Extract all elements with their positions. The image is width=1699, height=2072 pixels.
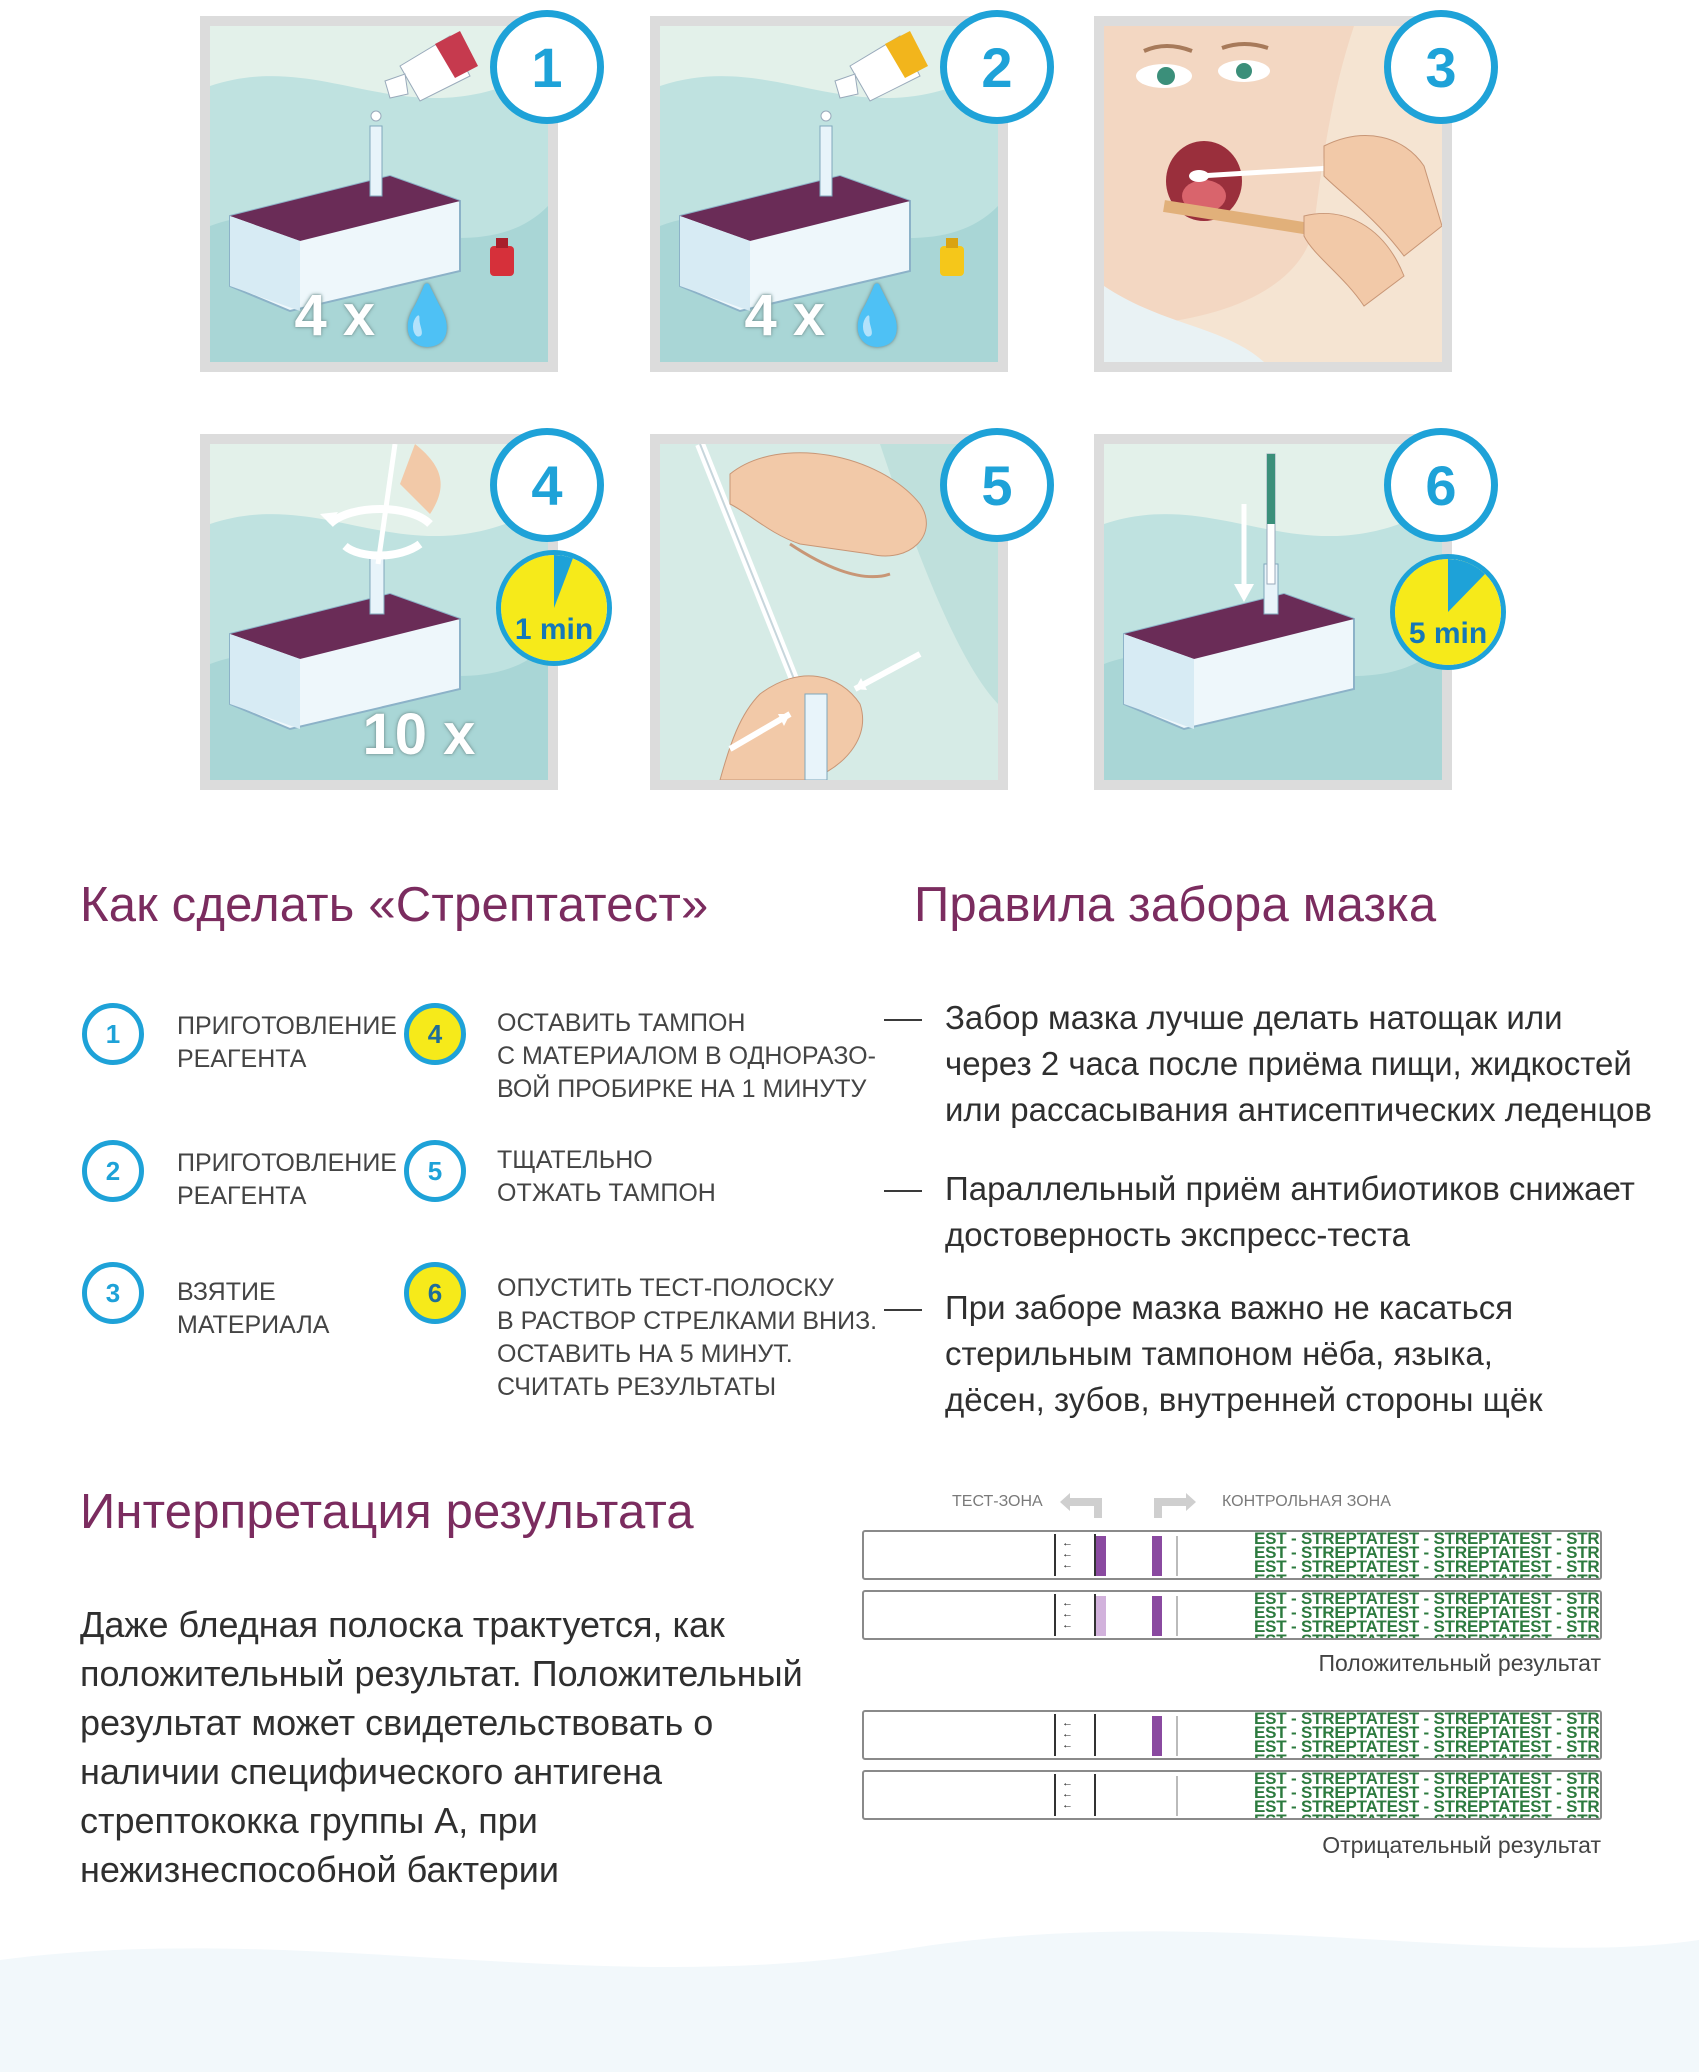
control-line	[1152, 1716, 1162, 1756]
step-circle-3: 3	[82, 1262, 144, 1324]
step-6-illustration: 6 5 min	[1094, 428, 1506, 790]
step-text-4: ОСТАВИТЬ ТАМПОН С МАТЕРИАЛОМ В ОДНОРАЗО-…	[497, 1009, 876, 1103]
step-circle-4: 4	[404, 1003, 466, 1065]
how-to-title: Как сделать «Стрептатест»	[80, 878, 709, 932]
timer-icon: 1 min	[496, 550, 612, 666]
test-strip-positive-faint: ←←← EST - STREPTATEST - STREPTATEST - ST…	[862, 1590, 1602, 1640]
strip-arrows-icon: ←←←	[1062, 1597, 1073, 1631]
negative-caption: Отрицательный результат	[1322, 1832, 1601, 1858]
interpretation-title: Интерпретация результата	[80, 1485, 694, 1539]
step-text-5: ТЩАТЕЛЬНО ОТЖАТЬ ТАМПОН	[497, 1146, 716, 1207]
test-zone-label: ТЕСТ-ЗОНА	[952, 1493, 1043, 1510]
step-number-badge: 3	[1384, 10, 1498, 124]
step-text-6: ОПУСТИТЬ ТЕСТ-ПОЛОСКУ В РАСТВОР СТРЕЛКАМ…	[497, 1274, 878, 1401]
rule-dash	[884, 1309, 922, 1311]
rule-item-3: При заборе мазка важно не касаться стери…	[945, 1289, 1543, 1418]
step-2-illustration: 4 x 💧 2	[650, 10, 1054, 372]
step-number-badge: 4	[490, 428, 604, 542]
step-circle-5: 5	[404, 1140, 466, 1202]
background-wave	[0, 1931, 1699, 2072]
control-zone-label: КОНТРОЛЬНАЯ ЗОНА	[1222, 1493, 1391, 1510]
step-text-1: ПРИГОТОВЛЕНИЕ РЕАГЕНТА	[177, 1012, 397, 1073]
strip-arrows-icon: ←←←	[1062, 1537, 1073, 1571]
control-line	[1152, 1596, 1162, 1636]
step-number-badge: 1	[490, 10, 604, 124]
step-number-badge: 6	[1384, 428, 1498, 542]
rule-dash	[884, 1019, 922, 1021]
step-text-3: ВЗЯТИЕ МАТЕРИАЛА	[177, 1278, 330, 1339]
strip-arrow-pad	[1054, 1714, 1096, 1756]
step-circle-1: 1	[82, 1003, 144, 1065]
swab-rotate-scene	[210, 444, 548, 780]
test-strip-negative: ←←← EST - STREPTATEST - STREPTATEST - ST…	[862, 1770, 1602, 1820]
interpretation-text: Даже бледная полоска трактуется, как пол…	[80, 1604, 803, 1890]
arrow-left-icon	[1060, 1493, 1102, 1518]
arrow-right-icon	[1154, 1493, 1196, 1518]
test-strip-positive-strong: ←←← EST - STREPTATEST - STREPTATEST - ST…	[862, 1530, 1602, 1580]
test-line	[1096, 1596, 1106, 1636]
strip-arrows-icon: ←←←	[1062, 1717, 1073, 1751]
rotation-count-label: 10 x	[362, 702, 476, 767]
drop-count-label: 4 x 💧	[294, 283, 464, 348]
step-number-badge: 5	[940, 428, 1054, 542]
strip-arrow-pad	[1054, 1534, 1096, 1576]
test-strip-negative: ←←← EST - STREPTATEST - STREPTATEST - ST…	[862, 1710, 1602, 1760]
step-3-illustration: 3	[1094, 10, 1498, 372]
timer-label: 5 min	[1408, 617, 1488, 650]
rule-item-2: Параллельный приём антибиотиков снижает …	[945, 1170, 1635, 1253]
rule-item-1: Забор мазка лучше делать натощак или чер…	[945, 999, 1652, 1128]
rules-title: Правила забора мазка	[914, 878, 1437, 932]
step-number-badge: 2	[940, 10, 1054, 124]
test-line	[1096, 1536, 1106, 1576]
step-1-illustration: 4 x 💧 1	[200, 10, 604, 372]
step-4-illustration: 10 x 4 1 min	[200, 428, 612, 790]
drop-count-label: 4 x 💧	[744, 283, 914, 348]
control-line	[1152, 1536, 1162, 1576]
step-circle-6: 6	[404, 1262, 466, 1324]
timer-icon: 5 min	[1390, 554, 1506, 670]
step-circle-2: 2	[82, 1140, 144, 1202]
throat-swab-scene	[1104, 26, 1442, 362]
rule-dash	[884, 1190, 922, 1192]
reagent-drop-scene	[660, 26, 998, 362]
strip-arrow-pad	[1054, 1774, 1096, 1816]
strip-arrows-icon: ←←←	[1062, 1777, 1073, 1811]
test-strip-scene	[1104, 444, 1442, 780]
step-5-illustration: 5	[650, 428, 1054, 790]
strip-arrow-pad	[1054, 1594, 1096, 1636]
reagent-drop-scene	[210, 26, 548, 362]
step-text-2: ПРИГОТОВЛЕНИЕ РЕАГЕНТА	[177, 1149, 397, 1210]
timer-label: 1 min	[514, 613, 594, 646]
positive-caption: Положительный результат	[1318, 1650, 1601, 1676]
